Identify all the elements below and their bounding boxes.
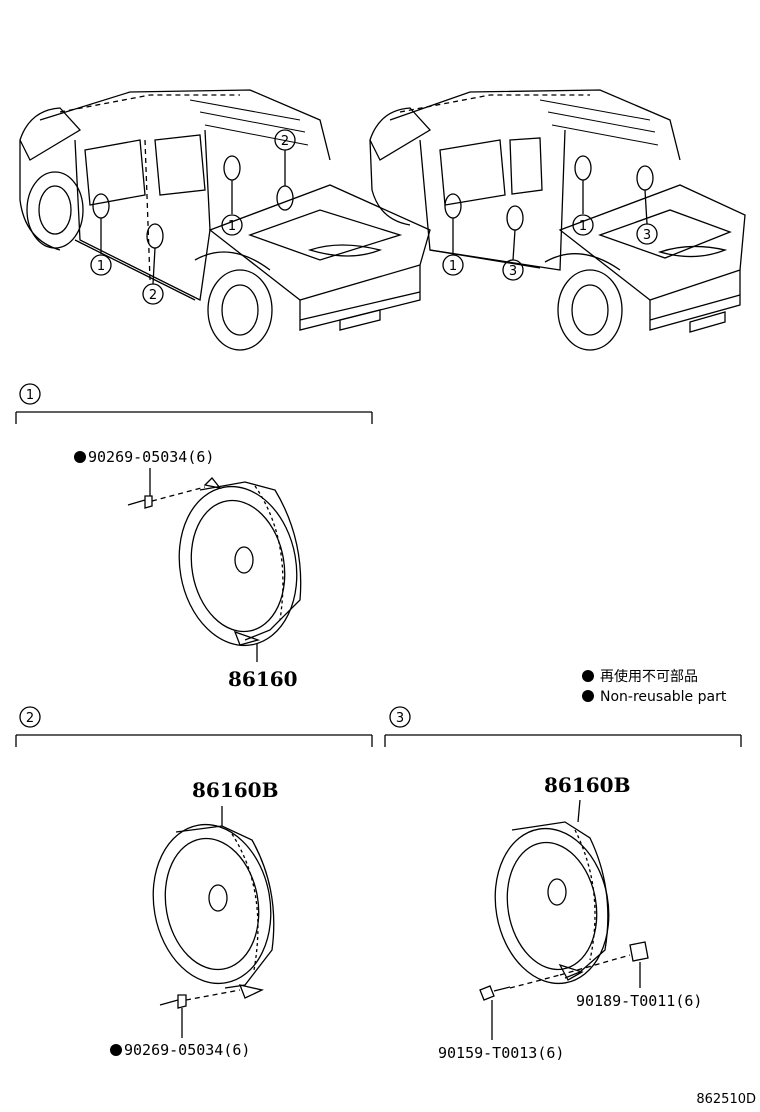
legend-dot-icon xyxy=(582,670,594,682)
section-3-clip-label: 90189-T0011(6) xyxy=(576,992,702,1010)
section-2-part-label: 86160B xyxy=(192,778,278,802)
section-3-screw-label: 90159-T0013(6) xyxy=(438,1044,564,1062)
speaker-86160-illustration xyxy=(127,468,302,662)
section-1-frame xyxy=(15,383,373,424)
callout-number: 1 xyxy=(228,219,236,234)
section-2-bolt-label: 90269-05034(6) xyxy=(124,1041,250,1059)
callout-number: 3 xyxy=(509,264,517,279)
figure-code: 862510D xyxy=(696,1092,756,1107)
section-3-part-label: 86160B xyxy=(544,773,630,797)
section-3-marker: 3 xyxy=(396,711,404,726)
callout-number: 1 xyxy=(579,219,587,234)
section-2-marker: 2 xyxy=(26,711,34,726)
section-1-marker: 1 xyxy=(26,388,34,403)
section-3-frame xyxy=(384,706,742,747)
section-1-part-label: 86160 xyxy=(228,667,298,691)
callout-number: 2 xyxy=(281,134,289,149)
non-reusable-dot-icon xyxy=(110,1044,122,1056)
legend-japanese: 再使用不可部品 xyxy=(600,668,698,685)
legend-english: Non-reusable part xyxy=(600,689,727,705)
legend-dot-icon xyxy=(582,690,594,702)
callout-number: 1 xyxy=(97,259,105,274)
truck-right-illustration xyxy=(369,89,746,351)
non-reusable-dot-icon xyxy=(74,451,86,463)
callout-number: 1 xyxy=(449,259,457,274)
section-2-frame xyxy=(15,706,373,747)
section-1-bolt-label: 90269-05034(6) xyxy=(88,448,214,466)
speaker-86160B-right-illustration xyxy=(479,799,649,1040)
truck-left-illustration xyxy=(19,89,431,351)
callout-number: 2 xyxy=(149,288,157,303)
callout-number: 3 xyxy=(643,228,651,243)
speaker-86160B-left-illustration xyxy=(152,806,275,1038)
